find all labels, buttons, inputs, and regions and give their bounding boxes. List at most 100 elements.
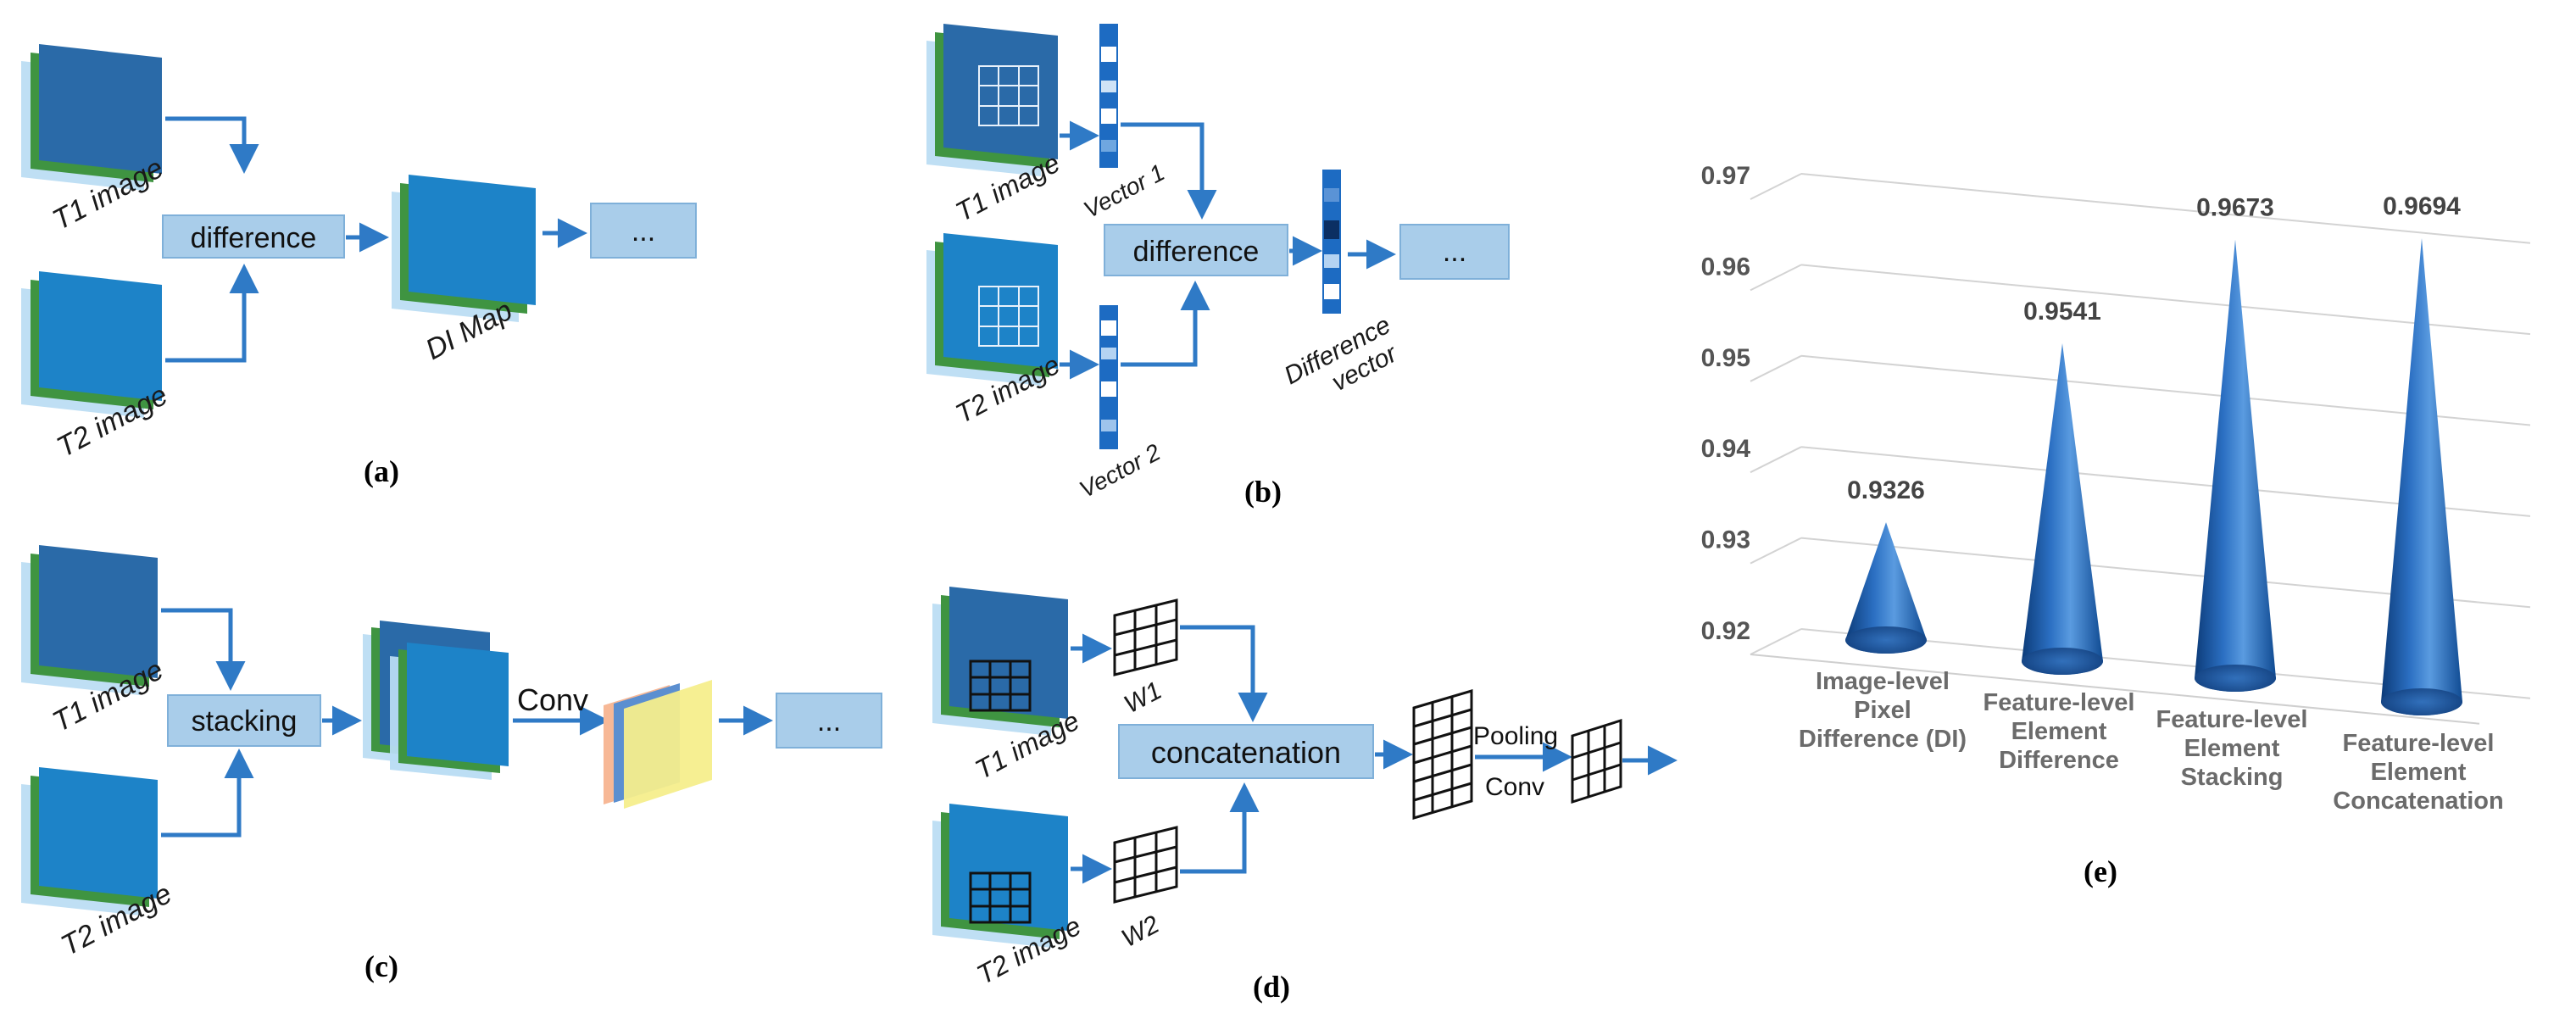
conv-grid-icon	[969, 660, 1032, 712]
next-step-label: ...	[631, 215, 655, 248]
category-label: Feature-level	[1983, 689, 2135, 716]
stacking-box	[167, 694, 321, 747]
arrow-vector2-to-difference	[1121, 281, 1210, 367]
t2-image-stack	[21, 271, 162, 418]
next-step-label: ...	[817, 705, 841, 737]
cone-base	[2195, 665, 2276, 692]
difference-label: difference	[1133, 236, 1260, 268]
floor-line	[1750, 654, 2480, 725]
kernel-grid-icon	[978, 65, 1039, 126]
value-label: 0.9541	[2023, 298, 2101, 326]
w1-label: W1	[1120, 676, 1166, 719]
difference-vector	[1322, 170, 1341, 314]
category-label: Image-level	[1816, 668, 1950, 695]
vector-2-label: Vector 2	[1075, 438, 1165, 503]
next-step-box	[776, 693, 882, 749]
gridline-depth	[1750, 264, 1802, 292]
arrow-t1-to-difference	[165, 116, 259, 174]
cone-bar	[2381, 237, 2462, 715]
category-label: Concatenation	[2333, 788, 2503, 815]
concatenation-box	[1118, 724, 1374, 779]
arrow-t2-to-difference	[165, 264, 259, 363]
t1-image-stack	[21, 44, 162, 191]
kernel-grid-icon	[978, 286, 1039, 347]
pooling-label: Pooling	[1473, 722, 1558, 750]
y-tick-label: 0.96	[1701, 253, 1750, 281]
w2-kernel	[1113, 826, 1178, 904]
difference-label: difference	[191, 222, 317, 254]
category-label: Element	[2011, 718, 2107, 745]
gridline	[1800, 173, 2531, 244]
arrow-w1-to-concat	[1180, 625, 1268, 722]
chart-cones	[1845, 237, 2462, 715]
y-tick-label: 0.95	[1701, 344, 1750, 372]
conv-label: Conv	[1485, 773, 1544, 801]
next-step-box	[1399, 224, 1510, 280]
conv-label: Conv	[517, 682, 588, 717]
y-tick-label: 0.97	[1701, 162, 1750, 190]
t2-image-stack	[932, 804, 1068, 948]
y-tick-label: 0.94	[1701, 435, 1751, 463]
t2-image-stack	[926, 233, 1058, 386]
caption-a: (a)	[364, 454, 399, 488]
cone-bar	[2022, 343, 2103, 675]
t1-image-stack	[21, 545, 158, 695]
arrow-t1-to-stacking	[161, 608, 246, 691]
arrow-vector1-to-difference	[1121, 122, 1217, 220]
t2-image-stack	[21, 767, 158, 916]
gridline-depth	[1750, 173, 1802, 200]
vector-2	[1099, 305, 1118, 449]
y-tick-label: 0.93	[1701, 526, 1750, 554]
gridline-depth	[1750, 354, 1802, 382]
gridline-depth	[1750, 537, 1802, 565]
next-step-label: ...	[1443, 236, 1466, 268]
value-label: 0.9673	[2196, 194, 2274, 222]
value-label: 0.9694	[2383, 192, 2461, 220]
category-label: Pixel	[1854, 697, 1911, 724]
stacking-label: stacking	[192, 705, 298, 737]
caption-b: (b)	[1244, 475, 1282, 509]
panel-d: T1 image T2 image W1	[932, 587, 1677, 1004]
gridline	[1800, 264, 2531, 336]
category-label: Feature-level	[2343, 730, 2495, 757]
chart-y-ticks: 0.92 0.93 0.94 0.95 0.96 0.97	[1701, 162, 1751, 645]
arrow-t2-to-stacking	[161, 749, 254, 838]
t1-image-stack	[932, 587, 1068, 736]
t1-image-stack	[926, 24, 1058, 176]
category-label: Element	[2184, 735, 2280, 762]
chart-value-labels: 0.9326 0.9541 0.9673 0.9694	[1847, 192, 2461, 504]
category-label: Stacking	[2181, 764, 2284, 791]
gridline-depth	[1750, 446, 1802, 474]
category-label: Feature-level	[2156, 706, 2308, 733]
w2-label: W2	[1117, 910, 1165, 953]
arrow-w2-to-concat	[1180, 782, 1260, 874]
difference-box	[162, 214, 345, 259]
difference-box	[1104, 224, 1288, 276]
pooled-feature-grid	[1571, 718, 1622, 804]
di-map-stack	[392, 175, 536, 322]
panel-e-chart: 0.920.930.940.950.960.97 0.93260.95410.9…	[1701, 162, 2531, 888]
cone-base	[2381, 688, 2462, 715]
category-label: Difference	[1999, 747, 2119, 774]
w1-kernel	[1113, 598, 1178, 676]
cone-bar	[2195, 239, 2276, 692]
cone-base	[2022, 648, 2103, 675]
next-step-box	[590, 203, 697, 259]
concatenated-feature-grid	[1412, 688, 1473, 821]
category-label: Element	[2371, 759, 2467, 786]
conv-grid-icon	[969, 871, 1032, 924]
panel-a: T1 image T2 image difference DI Map ... …	[21, 44, 697, 488]
category-label: Difference (DI)	[1799, 726, 1967, 753]
value-label: 0.9326	[1847, 476, 1925, 504]
caption-c: (c)	[364, 949, 398, 983]
vector-1	[1099, 24, 1118, 168]
caption-d: (d)	[1253, 970, 1290, 1004]
y-tick-label: 0.92	[1701, 617, 1750, 645]
feature-map-stack	[604, 680, 712, 809]
cone-bar	[1845, 522, 1927, 654]
stacked-image-stack	[363, 621, 509, 780]
gridline-depth	[1750, 628, 1802, 655]
cone-base	[1845, 626, 1927, 654]
panel-b: T1 image T2 image Vector 1	[926, 24, 1510, 509]
